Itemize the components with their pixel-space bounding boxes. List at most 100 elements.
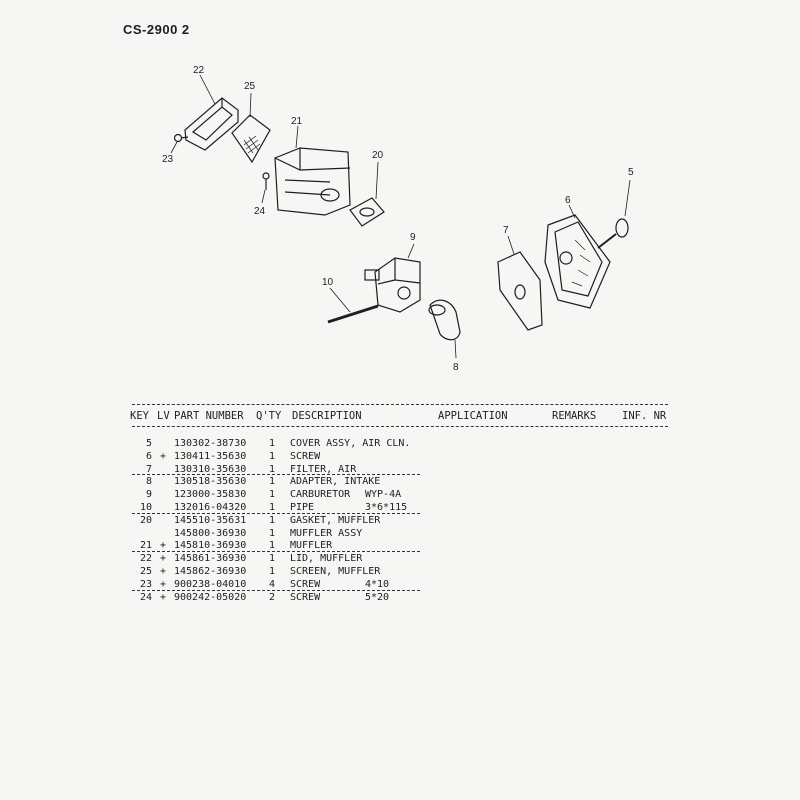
table-row: 5 130302-38730 1 COVER ASSY, AIR CLN. bbox=[130, 438, 670, 451]
col-key: KEY bbox=[130, 410, 149, 422]
row-level: + bbox=[160, 553, 167, 565]
table-header: KEY LV PART NUMBER Q'TY DESCRIPTION APPL… bbox=[130, 410, 666, 424]
row-qty: 1 bbox=[269, 527, 276, 539]
row-spec: 5*20 bbox=[365, 591, 390, 603]
col-application: APPLICATION bbox=[438, 410, 508, 422]
muffler-lid-drawing bbox=[184, 97, 239, 151]
knob-screw-drawing bbox=[597, 218, 629, 249]
row-key: 25 bbox=[139, 565, 152, 577]
row-description: FILTER, AIR bbox=[290, 463, 357, 475]
muffler-screen-drawing bbox=[231, 114, 271, 164]
row-part-number: 145862-36930 bbox=[174, 565, 247, 577]
col-lv: LV bbox=[157, 410, 170, 422]
table-row: 10 132016-04320 1 PIPE 3*6*115 bbox=[130, 502, 670, 515]
row-description: CARBURETOR bbox=[290, 489, 351, 501]
pipe-drawing bbox=[327, 304, 379, 324]
table-row: 7 130310-35630 1 FILTER, AIR bbox=[130, 464, 670, 477]
callout-7: 7 bbox=[503, 225, 509, 236]
row-part-number: 145810-36930 bbox=[174, 540, 247, 552]
row-key: 10 bbox=[139, 501, 152, 513]
row-description: GASKET, MUFFLER bbox=[290, 514, 381, 526]
col-part-number: PART NUMBER bbox=[174, 410, 244, 422]
table-row: 6 +130411-35630 1 SCREW bbox=[130, 451, 670, 464]
row-part-number: 145861-36930 bbox=[174, 553, 247, 565]
row-qty: 1 bbox=[269, 501, 276, 513]
callout-8: 8 bbox=[453, 362, 459, 373]
screw-24-drawing bbox=[262, 172, 270, 190]
row-qty: 4 bbox=[269, 578, 276, 590]
row-key: 7 bbox=[145, 463, 152, 475]
table-row: 25 +145862-36930 1 SCREEN, MUFFLER bbox=[130, 566, 670, 579]
table-top-rule bbox=[132, 404, 668, 405]
air-cleaner-cover-drawing bbox=[544, 214, 611, 309]
row-qty: 1 bbox=[269, 514, 276, 526]
row-key: 8 bbox=[145, 476, 152, 488]
row-description: SCREW bbox=[290, 450, 321, 462]
callout-22: 22 bbox=[193, 65, 205, 76]
row-qty: 1 bbox=[269, 438, 276, 449]
muffler-drawing bbox=[274, 147, 351, 216]
table-row: 23 +900238-04010 4 SCREW 4*10 bbox=[130, 579, 670, 592]
row-level: + bbox=[160, 591, 167, 603]
parts-table: 5 130302-38730 1 COVER ASSY, AIR CLN. 6 +1304… bbox=[130, 438, 670, 604]
row-description: SCREW bbox=[290, 578, 321, 590]
callout-20: 20 bbox=[372, 150, 384, 161]
row-part-number: 130411-35630 bbox=[174, 450, 247, 462]
table-row: 9 123000-35830 1 CARBURETOR WYP-4A bbox=[130, 489, 670, 502]
row-key: 20 bbox=[139, 514, 152, 526]
callout-25: 25 bbox=[244, 81, 256, 92]
row-part-number: 130518-35630 bbox=[174, 476, 247, 488]
row-description: COVER ASSY, AIR CLN. bbox=[290, 438, 411, 449]
page-title: CS-2900 2 bbox=[123, 22, 190, 37]
row-spec: 3*6*115 bbox=[365, 501, 408, 513]
table-row: 22 +145861-36930 1 LID, MUFFLER bbox=[130, 553, 670, 566]
air-filter-drawing bbox=[497, 251, 543, 331]
col-description: DESCRIPTION bbox=[292, 410, 362, 422]
row-spec: 4*10 bbox=[365, 578, 390, 590]
row-part-number: 132016-04320 bbox=[174, 501, 247, 513]
muffler-gasket-drawing bbox=[349, 197, 385, 227]
row-level: + bbox=[160, 578, 167, 590]
row-description: LID, MUFFLER bbox=[290, 553, 363, 565]
col-qty: Q'TY bbox=[256, 410, 282, 422]
row-qty: 1 bbox=[269, 450, 276, 462]
row-qty: 1 bbox=[269, 565, 276, 577]
row-key: 5 bbox=[145, 438, 152, 449]
callout-21: 21 bbox=[291, 116, 303, 127]
row-qty: 1 bbox=[269, 463, 276, 475]
row-description: SCREEN, MUFFLER bbox=[290, 565, 381, 577]
row-part-number: 130302-38730 bbox=[174, 438, 247, 449]
callout-5: 5 bbox=[628, 167, 634, 178]
row-part-number: 123000-35830 bbox=[174, 489, 247, 501]
row-description: ADAPTER, INTAKE bbox=[290, 476, 381, 488]
row-part-number: 900242-05020 bbox=[174, 591, 247, 603]
carburetor-drawing bbox=[364, 257, 421, 313]
callout-6: 6 bbox=[565, 195, 571, 206]
row-key: 23 bbox=[139, 578, 152, 590]
row-key: 9 bbox=[145, 489, 152, 501]
row-part-number: 130310-35630 bbox=[174, 463, 247, 475]
row-description: PIPE bbox=[290, 501, 315, 513]
row-description: SCREW bbox=[290, 591, 321, 603]
table-header-rule bbox=[132, 426, 668, 427]
intake-adapter-drawing bbox=[428, 299, 461, 341]
row-qty: 1 bbox=[269, 553, 276, 565]
row-key: 6 bbox=[145, 450, 152, 462]
row-key: 22 bbox=[139, 553, 152, 565]
callout-23: 23 bbox=[162, 154, 174, 165]
row-spec: WYP-4A bbox=[365, 489, 402, 501]
exploded-parts-diagram: 22 25 21 20 23 24 9 10 8 7 6 5 bbox=[162, 65, 634, 373]
callout-10: 10 bbox=[322, 277, 334, 288]
callout-9: 9 bbox=[410, 232, 416, 243]
row-qty: 1 bbox=[269, 540, 276, 552]
row-qty: 1 bbox=[269, 489, 276, 501]
row-part-number: 900238-04010 bbox=[174, 578, 247, 590]
col-remarks: REMARKS bbox=[552, 410, 597, 422]
row-level: + bbox=[160, 565, 167, 577]
row-level: + bbox=[160, 450, 167, 462]
